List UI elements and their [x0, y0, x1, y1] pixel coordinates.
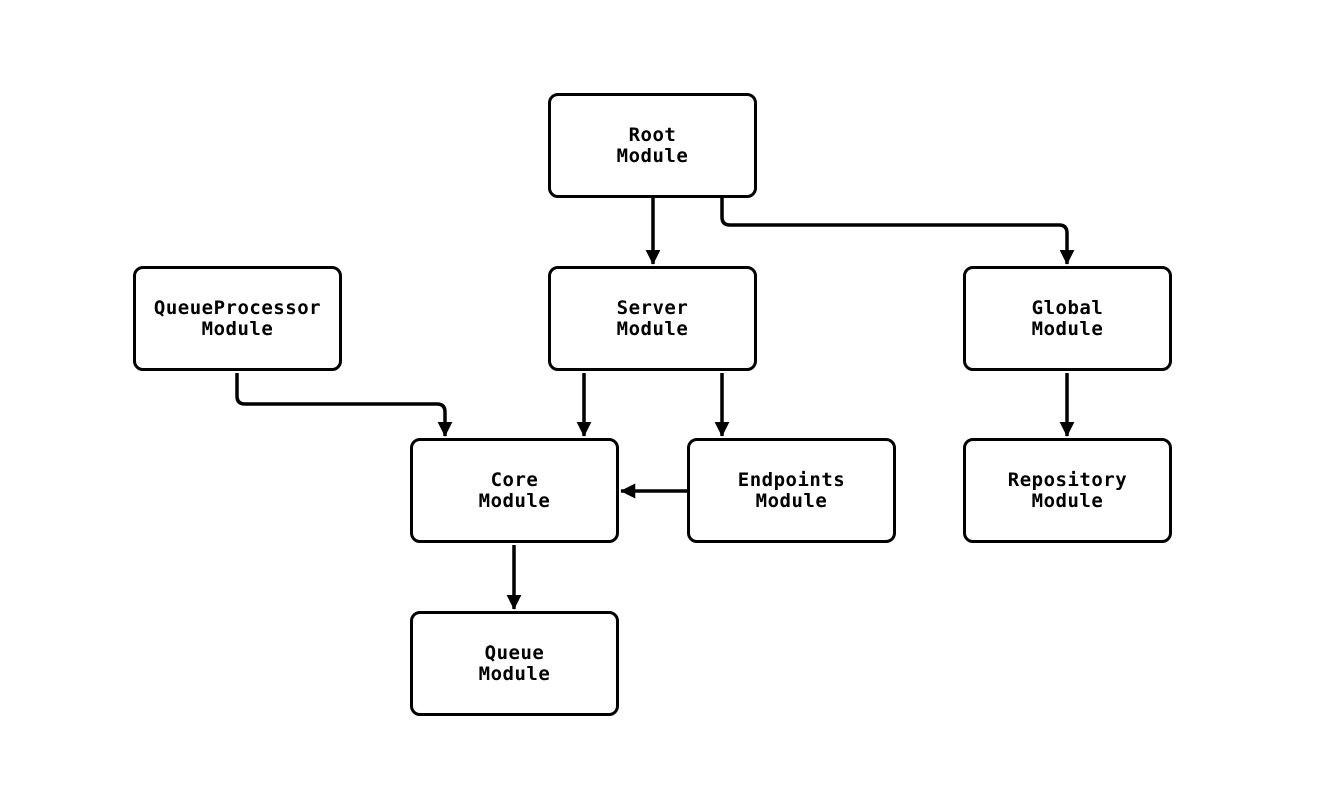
- node-global-module-label: Global Module: [1031, 296, 1104, 340]
- node-root-module-label: Root Module: [616, 123, 689, 167]
- node-queue-module-label: Queue Module: [478, 641, 551, 685]
- node-repository-module-label: Repository Module: [1007, 468, 1128, 512]
- node-queueprocessor-module-label: QueueProcessor Module: [153, 296, 322, 340]
- node-server-module-label: Server Module: [616, 296, 689, 340]
- edge-queueprocessor-to-core: [235, 373, 453, 437]
- edge-root-to-global: [720, 198, 1075, 265]
- node-queueprocessor-module: QueueProcessor Module: [133, 266, 342, 371]
- node-core-module: Core Module: [410, 438, 619, 543]
- node-server-module: Server Module: [548, 266, 757, 371]
- node-repository-module: Repository Module: [963, 438, 1172, 543]
- node-root-module: Root Module: [548, 93, 757, 198]
- node-global-module: Global Module: [963, 266, 1172, 371]
- node-queue-module: Queue Module: [410, 611, 619, 716]
- node-core-module-label: Core Module: [478, 468, 551, 512]
- node-endpoints-module-label: Endpoints Module: [737, 468, 846, 512]
- node-endpoints-module: Endpoints Module: [687, 438, 896, 543]
